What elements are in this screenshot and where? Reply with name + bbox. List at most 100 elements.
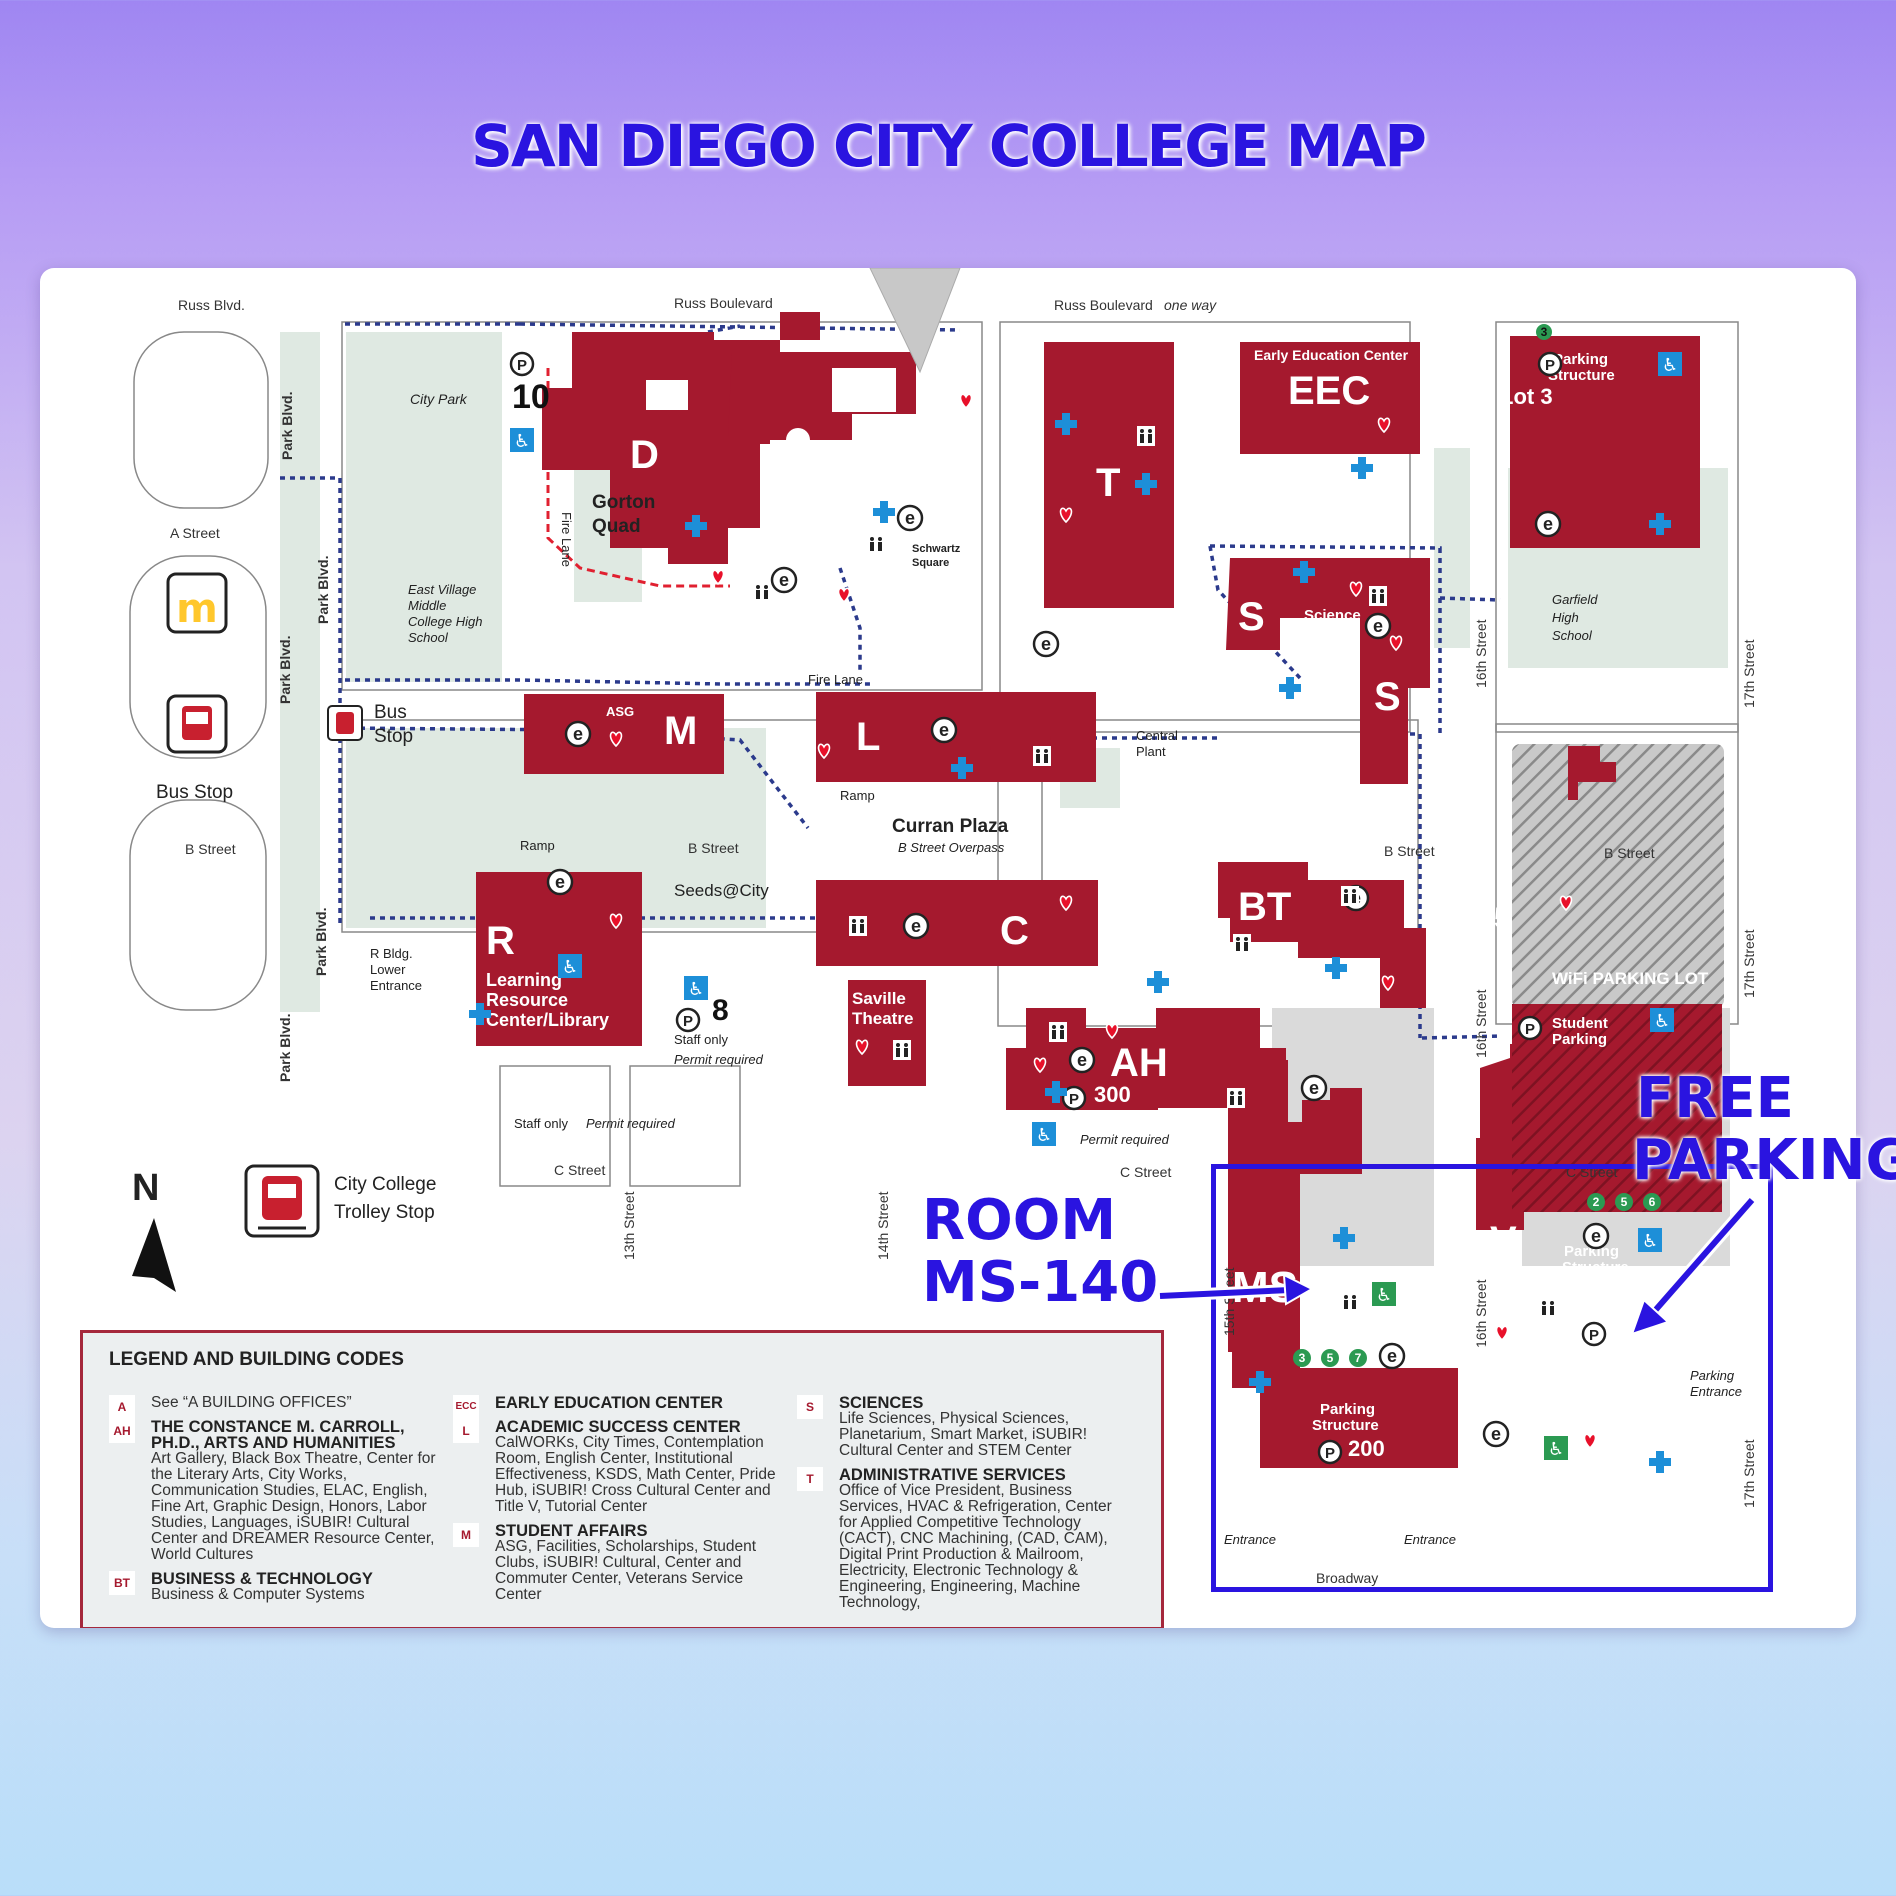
label-p8: 8 [712, 994, 729, 1027]
label-permit-300: Permit required [1080, 1132, 1170, 1147]
legend-text: Life Sciences, Physical Sciences, Planet… [839, 1410, 1088, 1459]
label-r-3: Center/Library [486, 1010, 609, 1030]
label-gorton-1: Gorton [592, 492, 655, 513]
label-central-1: Central [1136, 728, 1178, 743]
street-russ-boulevard-east: Russ Boulevard [1054, 297, 1153, 313]
building-ah [1006, 1008, 1286, 1110]
legend-text: Business & Computer Systems [151, 1586, 365, 1603]
street-16th-south: 16th Street [1473, 1279, 1489, 1348]
green-city-park [346, 332, 502, 682]
label-gorton-2: Quad [592, 516, 641, 537]
label-schwartz-2: Square [912, 557, 949, 569]
legend-text: See “A BUILDING OFFICES” [151, 1394, 352, 1411]
fire-lane-red [546, 368, 730, 588]
label-lot3-parking-1: Parking [1553, 351, 1608, 368]
street-16th-mid: 16th Street [1473, 989, 1489, 1058]
label-ev-4: School [408, 630, 449, 645]
legend-code: S [797, 1395, 823, 1419]
label-a-patio-2: Patio [750, 623, 777, 635]
code-ah: AH [1110, 1041, 1168, 1085]
legend-name: EARLY EDUCATION CENTER [495, 1394, 723, 1412]
label-student-parking-2: Parking [1552, 1031, 1607, 1048]
label-permit-8: Permit required [674, 1052, 764, 1067]
bus-icon [166, 694, 228, 754]
legend-code: T [797, 1467, 823, 1491]
label-fire-lane-v: Fire Lane [559, 512, 574, 567]
street-park-blvd-1: Park Blvd. [279, 392, 295, 460]
street-park-blvd-3: Park Blvd. [277, 636, 293, 704]
trolley-icon [244, 1164, 320, 1238]
code-t: T [1096, 461, 1120, 505]
block-east [999, 321, 1411, 733]
label-p300: 300 [1094, 1082, 1131, 1107]
buildings [476, 312, 1722, 1468]
code-m: M [664, 709, 697, 753]
label-city-park: City Park [410, 391, 468, 407]
label-park-entrance-1: Parking [1690, 1368, 1735, 1383]
legend-panel: LEGEND AND BUILDING CODES A See “A BUILD… [80, 1330, 1164, 1628]
block-park-south [129, 799, 267, 1011]
label-bus-stop-icon: Bus Stop [156, 782, 233, 803]
map-canvas: e P ♿ ♿ [129, 268, 1757, 1586]
street-15th: 15th Street [1221, 1267, 1237, 1336]
label-asg: ASG [606, 704, 634, 719]
label-ms-parking-2: Structure [1312, 1417, 1379, 1434]
label-ev-2: Middle [408, 598, 446, 613]
legend-col-2: ECC EARLY EDUCATION CENTER L ACADEMIC SU… [453, 1395, 783, 1611]
legend-name: ACADEMIC SUCCESS CENTER [495, 1418, 741, 1436]
legend-entry-t: T ADMINISTRATIVE SERVICES Office of Vice… [797, 1467, 1127, 1611]
label-entrance-2: Entrance [1404, 1532, 1456, 1547]
room-callout-line2: MS-140 [922, 1250, 1159, 1315]
lot3-badge: 3 [1541, 325, 1548, 339]
label-staff-only-8: Staff only [674, 1032, 728, 1047]
building-bt [1218, 862, 1426, 1008]
lot5-hatch [1512, 744, 1724, 1008]
label-bus-1: Bus [374, 702, 407, 723]
label-entrance-1: Entrance [1224, 1532, 1276, 1547]
v-line-1: 2 [1593, 1195, 1600, 1209]
label-rlower-2: Lower [370, 962, 406, 977]
street-one-way: one way [1164, 297, 1217, 313]
eec-full: Early Education Center [1254, 347, 1409, 363]
room-callout: ROOM MS-140 [922, 1190, 1158, 1314]
code-s-2: S [1374, 675, 1401, 719]
street-park-blvd-4: Park Blvd. [313, 908, 329, 976]
highlight-box [1211, 1164, 1773, 1592]
free-parking-callout: FREE PARKING [1632, 1066, 1896, 1192]
label-ev-3: College High [408, 614, 482, 629]
street-17th-north: 17th Street [1741, 639, 1757, 708]
legend-name: ADMINISTRATIVE SERVICES [839, 1466, 1066, 1484]
block-park-north [133, 331, 269, 509]
code-eec: EEC [1288, 369, 1370, 413]
street-17th-mid: 17th Street [1741, 929, 1757, 998]
block-park-mid [129, 555, 267, 759]
building-ms-garage [1260, 1368, 1458, 1468]
building-ms [1228, 1044, 1362, 1388]
d-dot [786, 428, 810, 452]
label-staff-only: Staff only [514, 1116, 568, 1131]
block-main-north [341, 321, 983, 691]
label-park-entrance-2: Entrance [1690, 1384, 1742, 1399]
bus-stop-small-icon [327, 705, 363, 741]
free-parking-line2: PARKING [1632, 1128, 1896, 1193]
label-rlower-1: R Bldg. [370, 946, 413, 961]
pointer-shape [869, 268, 961, 374]
label-ramp-1: Ramp [840, 788, 875, 803]
label-curran: Curran Plaza [892, 816, 1009, 837]
street-b-street-west: B Street [185, 841, 236, 857]
code-s-1: S [1238, 595, 1265, 639]
label-overpass: B Street Overpass [898, 840, 1005, 855]
label-r-1: Learning [486, 970, 562, 990]
label-central-2: Plant [1136, 744, 1166, 759]
label-p200: 200 [1348, 1436, 1385, 1461]
legend-code: L [453, 1419, 479, 1443]
street-russ-boulevard: Russ Boulevard [674, 295, 773, 311]
free-parking-line1: FREE [1636, 1066, 1794, 1131]
room-arrow-icon [1159, 1273, 1315, 1306]
room-callout-line1: ROOM [922, 1188, 1117, 1253]
legend-entry-ecc: ECC EARLY EDUCATION CENTER [453, 1394, 783, 1419]
page-title: SAN DIEGO CITY COLLEGE MAP [471, 112, 1427, 180]
legend-entry-bt: BT BUSINESS & TECHNOLOGY Business & Comp… [109, 1571, 439, 1603]
legend-text: CalWORKs, City Times, Contemplation Room… [495, 1434, 776, 1515]
